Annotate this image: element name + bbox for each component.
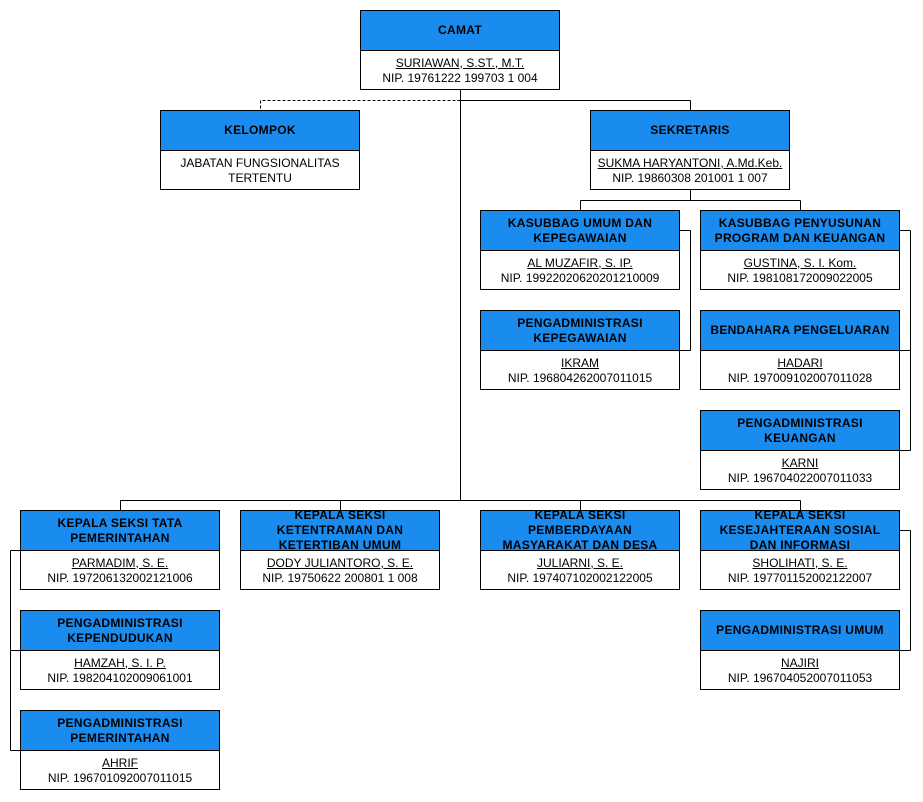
- node-kelompok: KELOMPOK JABATAN FUNGSIONALITAS TERTENTU: [160, 110, 360, 190]
- node-title: KELOMPOK: [161, 111, 359, 151]
- node-name: AL MUZAFIR, S. IP.: [527, 255, 633, 270]
- node-nip: NIP. 197407102002122005: [507, 570, 653, 585]
- node-desc-line2: TERTENTU: [228, 170, 292, 185]
- node-nip: NIP. 19922020620201210009: [500, 270, 660, 285]
- node-kasi-trantib: KEPALA SEKSI KETENTRAMAN DAN KETERTIBAN …: [240, 508, 440, 590]
- node-kasubbag-program: KASUBBAG PENYUSUNAN PROGRAM DAN KEUANGAN…: [700, 210, 900, 290]
- node-name: KARNI: [781, 455, 819, 470]
- node-title: KASUBBAG UMUM DAN KEPEGAWAIAN: [481, 211, 679, 251]
- node-title: PENGADMINISTRASI UMUM: [701, 611, 899, 651]
- node-nip: NIP. 196704022007011033: [727, 470, 873, 485]
- node-title: BENDAHARA PENGELUARAN: [701, 311, 899, 351]
- node-nip: NIP. 198204102009061001: [47, 670, 193, 685]
- node-nip: NIP. 19761222 199703 1 004: [382, 70, 538, 85]
- node-title: KEPALA SEKSI KETENTRAMAN DAN KETERTIBAN …: [241, 508, 439, 552]
- node-nip: NIP. 19750622 200801 1 008: [262, 570, 418, 585]
- node-nip: NIP. 197206132002121006: [47, 570, 193, 585]
- node-name: SURIAWAN, S.ST., M.T.: [395, 55, 525, 70]
- node-name: IKRAM: [560, 355, 599, 370]
- node-name: NAJIRI: [780, 655, 819, 670]
- node-title: SEKRETARIS: [591, 111, 789, 151]
- node-pengadm-kepegawaian: PENGADMINISTRASI KEPEGAWAIAN IKRAM NIP. …: [480, 310, 680, 390]
- node-kasubbag-umum: KASUBBAG UMUM DAN KEPEGAWAIAN AL MUZAFIR…: [480, 210, 680, 290]
- node-name: AHRIF: [102, 755, 138, 770]
- node-title: KASUBBAG PENYUSUNAN PROGRAM DAN KEUANGAN: [701, 211, 899, 251]
- node-name: SUKMA HARYANTONI, A.Md.Keb.: [597, 155, 783, 170]
- node-nip: NIP. 19860308 201001 1 007: [612, 170, 768, 185]
- node-name: DODY JULIANTORO, S. E.: [266, 555, 414, 570]
- node-name: HAMZAH, S. I. P.: [74, 655, 166, 670]
- node-pengadm-kependudukan: PENGADMINISTRASI KEPENDUDUKAN HAMZAH, S.…: [20, 610, 220, 690]
- node-nip: NIP. 198108172009022005: [727, 270, 873, 285]
- node-sekretaris: SEKRETARIS SUKMA HARYANTONI, A.Md.Keb. N…: [590, 110, 790, 190]
- node-bendahara: BENDAHARA PENGELUARAN HADARI NIP. 197009…: [700, 310, 900, 390]
- node-pengadm-umum: PENGADMINISTRASI UMUM NAJIRI NIP. 196704…: [700, 610, 900, 690]
- node-nip: NIP. 197701152002122007: [727, 570, 873, 585]
- node-name: GUSTINA, S. I. Kom.: [743, 255, 857, 270]
- node-pengadm-keuangan: PENGADMINISTRASI KEUANGAN KARNI NIP. 196…: [700, 410, 900, 490]
- node-name: JULIARNI, S. E.: [536, 555, 624, 570]
- node-title: PENGADMINISTRASI KEPENDUDUKAN: [21, 611, 219, 651]
- node-camat: CAMAT SURIAWAN, S.ST., M.T. NIP. 1976122…: [360, 10, 560, 90]
- node-desc-line1: JABATAN FUNGSIONALITAS: [180, 155, 340, 170]
- node-nip: NIP. 196704052007011053: [727, 670, 873, 685]
- node-nip: NIP. 196701092007011015: [47, 770, 193, 785]
- node-title: PENGADMINISTRASI KEUANGAN: [701, 411, 899, 451]
- node-name: SHOLIHATI, S. E.: [752, 555, 848, 570]
- node-kasi-pemerintahan: KEPALA SEKSI TATA PEMERINTAHAN PARMADIM,…: [20, 510, 220, 590]
- node-title: KEPALA SEKSI KESEJAHTERAAN SOSIAL DAN IN…: [701, 508, 899, 552]
- node-name: HADARI: [777, 355, 823, 370]
- node-kasi-kesos: KEPALA SEKSI KESEJAHTERAAN SOSIAL DAN IN…: [700, 508, 900, 590]
- node-title: PENGADMINISTRASI KEPEGAWAIAN: [481, 311, 679, 351]
- node-title: CAMAT: [361, 11, 559, 51]
- node-title: KEPALA SEKSI PEMBERDAYAAN MASYARAKAT DAN…: [481, 508, 679, 552]
- node-nip: NIP. 197009102007011028: [727, 370, 873, 385]
- node-kasi-pemberdayaan: KEPALA SEKSI PEMBERDAYAAN MASYARAKAT DAN…: [480, 508, 680, 590]
- node-title: PENGADMINISTRASI PEMERINTAHAN: [21, 711, 219, 751]
- node-title: KEPALA SEKSI TATA PEMERINTAHAN: [21, 511, 219, 551]
- node-nip: NIP. 196804262007011015: [507, 370, 653, 385]
- node-pengadm-pemerintahan: PENGADMINISTRASI PEMERINTAHAN AHRIF NIP.…: [20, 710, 220, 790]
- node-name: PARMADIM, S. E.: [71, 555, 169, 570]
